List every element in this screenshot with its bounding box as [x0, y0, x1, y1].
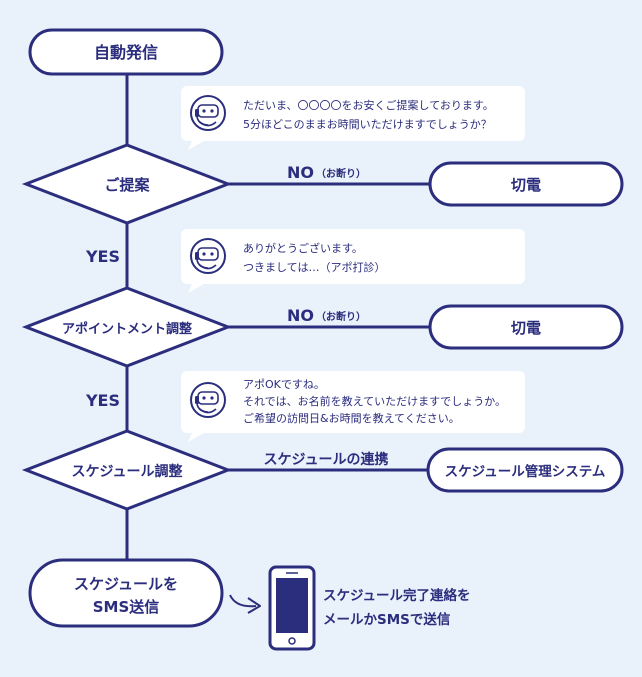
decision-proposal-label: ご提案	[104, 176, 150, 194]
edge-no-note-1: （お断り）	[316, 167, 366, 180]
decision-appointment: アポイントメント調整	[21, 286, 233, 368]
decision-schedule-label: スケジュール調整	[71, 463, 183, 480]
node-schedule-system: スケジュール管理システム	[426, 447, 624, 493]
node-hangup-2: 切電	[428, 304, 624, 350]
operator-headset-icon	[190, 238, 226, 274]
speech-bubble-2-line-1: ありがとうございます。	[243, 241, 363, 255]
operator-headset-icon	[190, 95, 226, 131]
speech-bubble-1-line-1: ただいま、〇〇〇〇をお安くご提案しております。	[243, 98, 494, 112]
speech-bubble-2: ありがとうございます。 つきましては…（アポ打診）	[181, 229, 525, 293]
edge-schedule-link-label: スケジュールの連携	[263, 451, 388, 468]
smartphone-icon	[268, 565, 316, 651]
decision-proposal: ご提案	[21, 143, 233, 225]
speech-bubble-2-line-2: つきましては…（アポ打診）	[243, 260, 385, 274]
edge-no-label-1: NO	[287, 163, 314, 182]
node-start-label: 自動発信	[94, 43, 158, 62]
node-schedule-system-label: スケジュール管理システム	[445, 463, 606, 480]
edge-yes-label-1: YES	[85, 247, 120, 266]
speech-bubble-3-line-1: アポOKですね。	[243, 378, 325, 391]
phone-caption-line-2: メールかSMSで送信	[323, 611, 451, 628]
node-hangup-1-label: 切電	[511, 176, 541, 194]
speech-bubble-1-line-2: 5分ほどこのままお時間いただけますでしょうか？	[243, 118, 492, 131]
decision-appointment-label: アポイントメント調整	[62, 321, 193, 337]
node-sms-send-line-1: スケジュールを	[74, 575, 178, 593]
speech-bubble-3: アポOKですね。 それでは、お名前を教えていただけますでしょうか。 ご希望の訪問…	[181, 371, 525, 442]
edge-yes-label-2: YES	[85, 391, 120, 410]
node-start: 自動発信	[28, 28, 224, 76]
phone-caption-line-1: スケジュール完了連絡を	[323, 587, 471, 604]
decision-schedule: スケジュール調整	[21, 429, 233, 511]
speech-bubble-3-line-2: それでは、お名前を教えていただけますでしょうか。	[243, 394, 506, 408]
edge-no-note-2: （お断り）	[316, 310, 366, 323]
edge-no-label-2: NO	[287, 306, 314, 325]
operator-headset-icon	[190, 382, 226, 418]
node-sms-send-line-2: SMS送信	[93, 598, 160, 616]
curved-arrow-icon	[229, 594, 261, 614]
speech-bubble-1: ただいま、〇〇〇〇をお安くご提案しております。 5分ほどこのままお時間いただけま…	[181, 86, 525, 150]
node-hangup-1: 切電	[428, 161, 624, 207]
node-sms-send: スケジュールを SMS送信	[28, 558, 224, 628]
node-hangup-2-label: 切電	[511, 319, 541, 337]
speech-bubble-3-line-3: ご希望の訪問日&お時間を教えてください。	[243, 411, 460, 425]
